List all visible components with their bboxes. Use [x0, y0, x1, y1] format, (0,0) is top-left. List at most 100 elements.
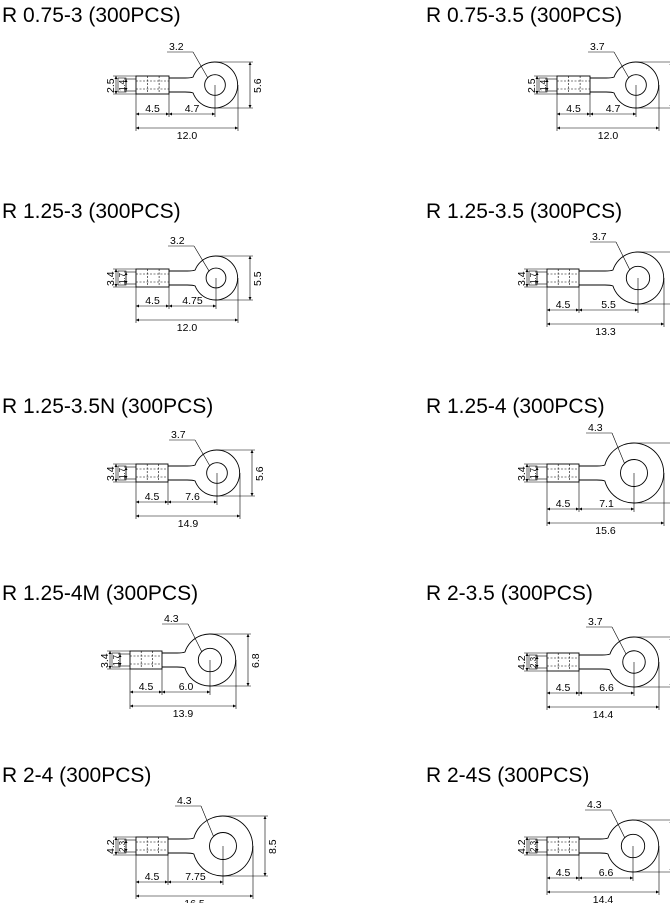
inner-width-box: [528, 270, 538, 286]
inner-width-box: [528, 654, 538, 670]
hole-diameter-label: 4.3: [587, 799, 602, 811]
hole-diameter-label: 3.7: [590, 41, 605, 53]
barrel: [556, 75, 591, 95]
neck-length-label: 6.6: [599, 682, 614, 694]
hole-diameter-label: 4.3: [177, 795, 192, 807]
terminal-card: R 2-4S (300PCS)4.34.22.36.64.56.614.4: [426, 764, 670, 903]
terminal-card: R 1.25-4 (300PCS)4.33.41.78.04.57.115.6: [426, 395, 670, 537]
barrel-width-label: 3.4: [99, 653, 111, 668]
hole-diameter-label: 3.7: [171, 429, 186, 441]
neck-length-label: 7.1: [599, 498, 614, 510]
ring-diameter-label: 8.5: [267, 839, 279, 854]
neck-length-label: 4.75: [182, 295, 203, 307]
barrel-width-label: 3.4: [516, 271, 528, 286]
inner-width-label: 2.3: [529, 840, 538, 852]
inner-width-box: [117, 77, 127, 93]
barrel: [135, 463, 169, 483]
inner-width-label: 1.7: [529, 467, 538, 479]
terminal-title: R 2-3.5 (300PCS): [426, 582, 593, 605]
hole-diameter-label: 3.2: [170, 235, 185, 247]
barrel-width-label: 4.2: [516, 839, 528, 854]
inner-width-label: 2.3: [529, 656, 538, 668]
barrel: [135, 836, 169, 856]
barrel: [546, 268, 580, 288]
barrel-width-label: 2.5: [526, 78, 538, 93]
barrel: [546, 463, 580, 483]
neck-length-label: 7.75: [185, 871, 206, 883]
barrel-length-label: 4.5: [556, 299, 571, 311]
total-length-label: 12.0: [177, 322, 198, 334]
neck-length-label: 6.6: [599, 867, 614, 879]
total-length-label: 12.0: [598, 130, 619, 142]
neck-length-label: 6.0: [179, 681, 194, 693]
ring-tongue: [169, 255, 239, 301]
barrel-length-label: 4.5: [145, 491, 160, 503]
barrel-length-label: 4.5: [556, 867, 571, 879]
inner-width-label: 1.4: [118, 79, 127, 91]
terminal-title: R 1.25-3.5 (300PCS): [426, 200, 622, 223]
barrel-length-label: 4.5: [566, 103, 581, 115]
ring-tongue: [579, 442, 665, 504]
total-length-label: 14.4: [593, 709, 614, 721]
terminal-card: R 2-4 (300PCS)4.34.22.38.54.57.7516.5: [2, 764, 279, 903]
hole-diameter-label: 3.7: [588, 616, 603, 628]
total-length-label: 14.4: [593, 894, 614, 903]
inner-width-box: [111, 652, 121, 668]
total-length-label: 12.0: [177, 130, 198, 142]
barrel: [135, 268, 170, 288]
barrel-length-label: 4.5: [556, 498, 571, 510]
barrel-width-label: 2.5: [105, 78, 117, 93]
neck-length-label: 4.7: [606, 103, 621, 115]
ring-tongue: [168, 449, 241, 497]
inner-width-box: [538, 77, 548, 93]
barrel-length-label: 4.5: [556, 682, 571, 694]
inner-width-label: 1.7: [118, 467, 127, 479]
total-length-label: 15.6: [595, 525, 616, 537]
terminal-title: R 1.25-3.5N (300PCS): [2, 395, 213, 418]
hole-diameter-label: 3.2: [169, 41, 184, 53]
total-length-label: 13.3: [595, 326, 616, 338]
terminal-title: R 2-4S (300PCS): [426, 764, 589, 787]
barrel-width-label: 3.4: [105, 466, 117, 481]
inner-width-box: [117, 838, 127, 854]
inner-width-label: 1.4: [539, 79, 548, 91]
barrel-width-label: 4.2: [516, 655, 528, 670]
neck-length-label: 4.7: [185, 103, 200, 115]
terminal-card: R 1.25-3.5 (300PCS)3.73.41.76.64.55.513.…: [426, 200, 670, 338]
inner-width-label: 1.7: [529, 272, 538, 284]
terminal-card: R 2-3.5 (300PCS)3.74.22.36.64.56.614.4: [426, 582, 670, 721]
terminal-title: R 1.25-3 (300PCS): [2, 200, 181, 223]
ring-tongue: [162, 633, 237, 687]
terminal-card: R 0.75-3.5 (300PCS)3.72.51.45.64.54.712.…: [426, 4, 670, 142]
inner-width-label: 1.7: [118, 272, 127, 284]
inner-width-box: [117, 465, 127, 481]
total-length-label: 14.9: [178, 518, 199, 530]
inner-width-box: [528, 465, 538, 481]
neck-length-label: 7.6: [185, 491, 200, 503]
terminal-title: R 1.25-4 (300PCS): [426, 395, 605, 418]
ring-tongue: [579, 251, 665, 305]
terminal-title: R 2-4 (300PCS): [2, 764, 151, 787]
neck-length-label: 5.5: [601, 299, 616, 311]
barrel-length-label: 4.5: [145, 103, 160, 115]
barrel: [546, 836, 580, 856]
inner-width-label: 2.3: [118, 840, 127, 852]
terminal-title: R 0.75-3.5 (300PCS): [426, 4, 622, 27]
terminal-title: R 1.25-4M (300PCS): [2, 582, 198, 605]
barrel-width-label: 3.4: [516, 466, 528, 481]
barrel: [129, 650, 163, 670]
inner-width-box: [528, 838, 538, 854]
ring-tongue: [579, 636, 660, 688]
hole-diameter-label: 4.3: [588, 422, 603, 434]
inner-width-box: [117, 270, 127, 286]
terminal-title: R 0.75-3 (300PCS): [2, 4, 181, 27]
ring-diameter-label: 6.8: [250, 653, 262, 668]
total-length-label: 16.5: [184, 898, 205, 903]
barrel: [135, 75, 170, 95]
barrel-width-label: 4.2: [105, 839, 117, 854]
